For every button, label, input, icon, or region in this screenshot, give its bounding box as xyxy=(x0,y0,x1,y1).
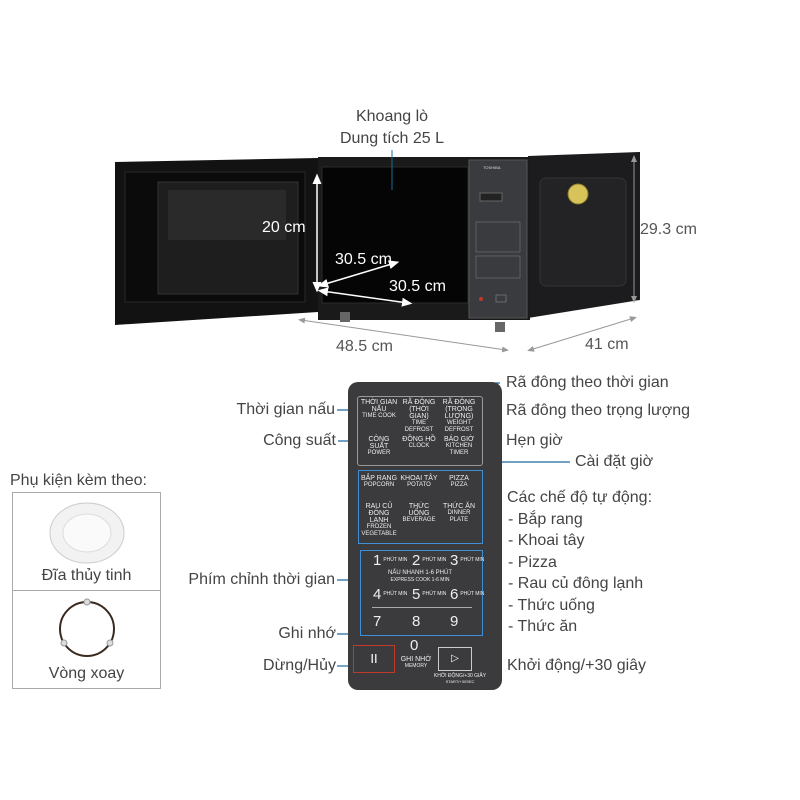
stop-cancel-button[interactable]: II xyxy=(353,645,395,673)
roller-ring-icon xyxy=(59,598,115,657)
callout-memory: Ghi nhớ xyxy=(278,625,336,642)
inner-width-arrow xyxy=(317,287,413,307)
outer-height-label: 29.3 cm xyxy=(640,221,697,238)
callout-cook-time: Thời gian nấu xyxy=(236,401,335,418)
outer-depth-label: 41 cm xyxy=(585,336,629,353)
callout-auto-modes: Các chế độ tự động: xyxy=(507,489,653,506)
control-strip xyxy=(468,159,528,319)
auto-mode-item: - Rau củ đông lạnh xyxy=(508,575,644,592)
inner-width-label: 30.5 cm xyxy=(389,278,446,295)
callout-time-keys: Phím chỉnh thời gian xyxy=(188,571,335,588)
cavity-title: Khoang lò xyxy=(355,108,429,125)
key-7[interactable]: 7 xyxy=(373,613,382,630)
inner-depth-arrow xyxy=(317,260,400,288)
callout-timer: Hẹn giờ xyxy=(506,432,563,449)
auto-cook-group xyxy=(358,470,483,544)
function-buttons-group xyxy=(357,396,483,466)
accessory-glass-plate: Đĩa thủy tinh xyxy=(12,492,161,591)
callout-weight-defrost: Rã đông theo trọng lượng xyxy=(506,402,690,419)
auto-mode-item: - Thức ăn xyxy=(508,618,578,635)
key-0[interactable]: 0 xyxy=(410,637,419,654)
accessory-roller-ring: Vòng xoay xyxy=(12,590,161,689)
start-button[interactable]: ▷ xyxy=(438,647,472,671)
keypad-divider xyxy=(372,607,472,608)
brand-logo: TOSHIBA xyxy=(483,165,501,170)
key-8[interactable]: 8 xyxy=(412,613,421,630)
display xyxy=(479,192,503,202)
control-panel xyxy=(348,382,502,690)
auto-mode-item: - Thức uống xyxy=(508,597,595,614)
outer-depth-arrow xyxy=(527,316,637,352)
key-9[interactable]: 9 xyxy=(450,613,459,630)
auto-mode-item: - Bắp rang xyxy=(508,511,583,528)
outer-width-label: 48.5 cm xyxy=(336,338,393,355)
glass-plate-label: Đĩa thủy tinh xyxy=(41,567,132,584)
weight-defrost-button[interactable]: RÃ ĐÔNG (TRỌNG LƯỢNG)WEIGHT DEFROST xyxy=(442,399,476,433)
roller-ring-label: Vòng xoay xyxy=(48,665,125,682)
cavity-capacity: Dung tích 25 L xyxy=(339,130,445,147)
auto-mode-item: - Pizza xyxy=(508,554,557,571)
glass-plate-icon xyxy=(49,502,125,564)
inner-depth-label: 30.5 cm xyxy=(335,251,392,268)
callout-time-defrost: Rã đông theo thời gian xyxy=(506,374,669,391)
certification-sticker xyxy=(567,183,589,205)
callout-clock: Cài đặt giờ xyxy=(575,453,654,470)
number-keypad xyxy=(360,550,483,636)
callout-start: Khởi động/+30 giây xyxy=(507,657,647,674)
callout-power: Công suất xyxy=(263,432,336,449)
accessories-title: Phụ kiện kèm theo: xyxy=(10,472,147,489)
outer-width-arrow xyxy=(298,317,509,353)
time-defrost-button[interactable]: RÃ ĐÔNG (THỜI GIAN)TIME DEFROST xyxy=(402,399,436,433)
inner-height-label: 20 cm xyxy=(262,219,306,236)
callout-stop: Dừng/Hủy xyxy=(263,657,336,674)
auto-mode-item: - Khoai tây xyxy=(508,532,585,549)
